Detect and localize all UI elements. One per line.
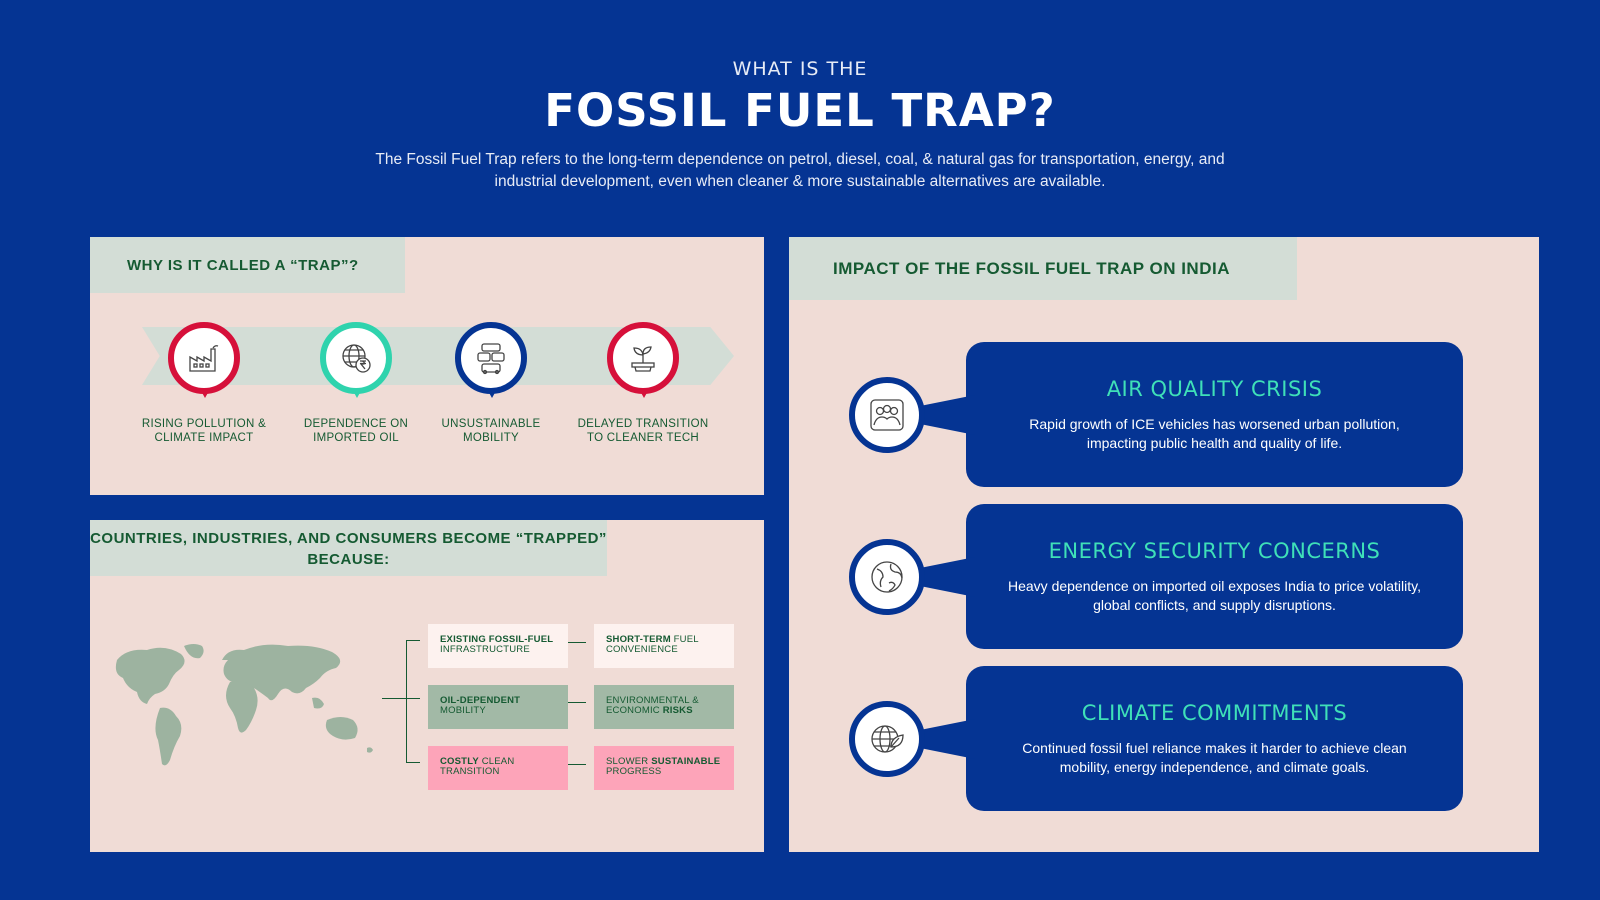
pin-pollution	[168, 322, 240, 398]
trapped-title: COUNTRIES, INDUSTRIES, AND CONSUMERS BEC…	[90, 520, 607, 576]
card-title: ENERGY SECURITY CONCERNS	[1048, 539, 1381, 563]
impact-panel: IMPACT OF THE FOSSIL FUEL TRAP ON INDIA …	[789, 237, 1539, 852]
pin-caption-mobility: UNSUSTAINABLE MOBILITY	[441, 418, 541, 444]
card-title: AIR QUALITY CRISIS	[1106, 377, 1323, 401]
pin-caption-transition: DELAYED TRANSITION TO CLEANER TECH	[577, 418, 709, 444]
pre-title: WHAT IS THE	[732, 58, 868, 80]
card-text: Rapid growth of ICE vehicles has worsene…	[1029, 416, 1400, 451]
card-title: CLIMATE COMMITMENTS	[1081, 701, 1348, 725]
page-subtitle: The Fossil Fuel Trap refers to the long-…	[375, 151, 1225, 190]
sprout-icon	[607, 322, 679, 394]
impact-card-energy-security: ENERGY SECURITY CONCERNS Heavy dependenc…	[966, 504, 1463, 649]
card-text: Heavy dependence on imported oil exposes…	[1008, 578, 1421, 613]
impact-card-climate: CLIMATE COMMITMENTS Continued fossil fue…	[966, 666, 1463, 811]
factory-icon	[168, 322, 240, 394]
pin-transition	[607, 322, 679, 398]
why-trap-panel: WHY IS IT CALLED A “TRAP”? RISING POLLUT…	[90, 237, 764, 495]
trap-reason-costly-transition: COSTLY CLEAN TRANSITION	[428, 746, 568, 790]
globe-rupee-icon	[320, 322, 392, 394]
card-text: Continued fossil fuel reliance makes it …	[1022, 740, 1407, 775]
trap-reason-risks: ENVIRONMENTAL & ECONOMIC RISKS	[594, 685, 734, 729]
globe-leaf-icon	[849, 701, 925, 777]
people-group-icon	[849, 377, 925, 453]
trap-reason-fuel-convenience: SHORT-TERM FUEL CONVENIENCE	[594, 624, 734, 668]
pin-caption-pollution: RISING POLLUTION & CLIMATE IMPACT	[141, 418, 267, 444]
traffic-icon	[455, 322, 527, 394]
impact-card-air-quality: AIR QUALITY CRISIS Rapid growth of ICE v…	[966, 342, 1463, 487]
impact-title: IMPACT OF THE FOSSIL FUEL TRAP ON INDIA	[789, 237, 1297, 300]
page-title: FOSSIL FUEL TRAP?	[544, 84, 1056, 137]
pin-mobility	[455, 322, 527, 398]
pin-imported-oil	[320, 322, 392, 398]
world-map-icon	[115, 644, 373, 766]
why-trap-title: WHY IS IT CALLED A “TRAP”?	[90, 237, 405, 293]
trapped-panel: COUNTRIES, INDUSTRIES, AND CONSUMERS BEC…	[90, 520, 764, 852]
header: WHAT IS THE FOSSIL FUEL TRAP? The Fossil…	[0, 58, 1600, 193]
globe-icon	[849, 539, 925, 615]
pin-caption-imported-oil: DEPENDENCE ON IMPORTED OIL	[303, 418, 409, 444]
